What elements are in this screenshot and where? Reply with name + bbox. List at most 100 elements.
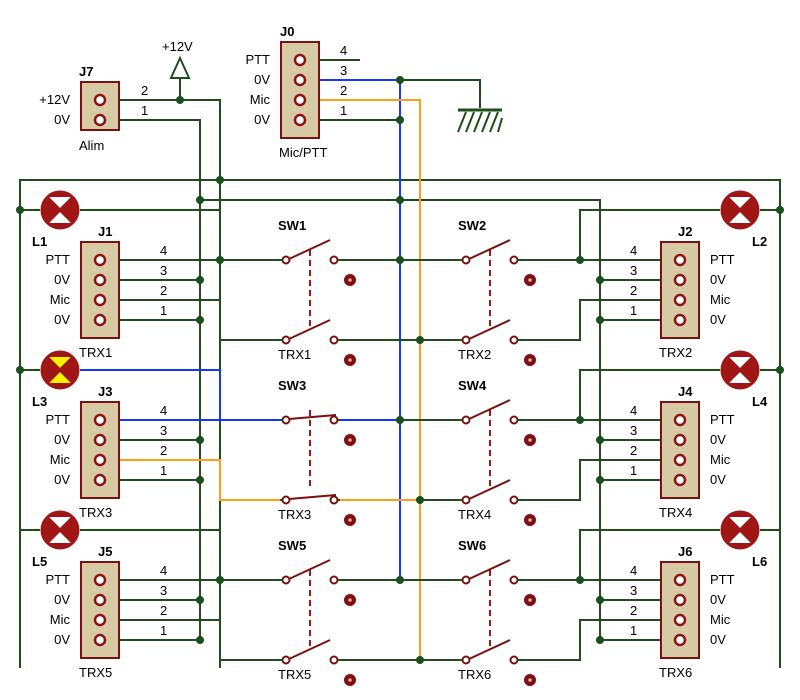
junction-dot [596,276,604,284]
switch-blade [468,639,511,660]
switch-label: TRX1 [278,347,311,362]
pin-label: 0V [54,632,70,647]
pin-number: 4 [160,563,167,578]
lamp-ring [40,510,80,550]
lamp-segment [727,357,753,370]
pin-label: PTT [245,52,270,67]
switch-terminal-hole [348,278,352,282]
lamp-segment [727,530,753,543]
connector-pin [673,433,687,447]
connector-ref: J6 [678,544,692,559]
connector-j7: J7 Alim +12V 0V 2 1 [39,64,148,153]
switch-contact [281,415,291,425]
switch-terminal-hole [528,358,532,362]
connector-pin [93,253,107,267]
switch-terminal-hole [348,678,352,682]
switch-contact [329,255,339,265]
pin-number: 2 [160,443,167,458]
lamp-segment [727,517,753,530]
pin-number: 3 [340,63,347,78]
j0-ptt-bus-wire [320,79,401,580]
junction-dot [776,366,784,374]
switch-contact [281,495,291,505]
switch-blade [288,414,337,420]
row3-j5-mic-wire [120,619,280,661]
lamp-l4: L4 [720,350,768,409]
pin-label: Mic [710,452,731,467]
lamp-cross [725,515,755,545]
connector-name: TRX1 [79,345,112,360]
connector-name: TRX6 [659,665,692,680]
pin-label: 0V [710,472,726,487]
switch-contact [281,335,291,345]
switch-blade [468,479,511,500]
pin-number: 4 [160,403,167,418]
pin-number: 1 [630,623,637,638]
power-triangle-icon [169,55,191,79]
pin-number: 2 [630,443,637,458]
lamp-ref: L4 [752,394,768,409]
switch-contact [509,575,519,585]
pin-label: 0V [710,432,726,447]
lamp-l6: L6 [720,510,767,569]
switch-label: TRX5 [278,667,311,682]
pin-label: Mic [50,452,71,467]
right-lamp-l6-out-wire [579,529,720,580]
lamp-ring [720,350,760,390]
wires [19,59,781,668]
right-lamp-l2-out-wire [579,209,720,260]
junction-dot [776,206,784,214]
pin-number: 4 [630,563,637,578]
lamp-cross [45,355,75,385]
junction-dot [216,576,224,584]
lamp-segment [47,357,73,370]
switch-contact [329,655,339,665]
junction-dot [196,276,204,284]
junction-dot [196,636,204,644]
pin-label: 0V [54,272,70,287]
connector-pin [673,293,687,307]
pin-label: 0V [710,312,726,327]
pin-label: PTT [710,412,735,427]
switch-contact [329,495,339,505]
junction-dot [216,256,224,264]
junction-dot [16,366,24,374]
pin-number: 3 [630,423,637,438]
lamp-segment [47,210,73,223]
connector-pin [93,473,107,487]
connector-pin [673,633,687,647]
switch-contact [461,655,471,665]
junction-dot [576,256,584,264]
pin-number: 3 [160,263,167,278]
lamp-cross [45,515,75,545]
pin-label: Mic [710,292,731,307]
switch-label: TRX6 [458,667,491,682]
pin-number: 4 [630,403,637,418]
pin-number: 1 [630,463,637,478]
pin-label: 0V [54,592,70,607]
lamp-ring [720,190,760,230]
lamp-segment [47,197,73,210]
junction-dot [596,476,604,484]
pin-label: 0V [254,72,270,87]
junction-dot [176,96,184,104]
pin-number: 2 [630,283,637,298]
junction-dot [596,316,604,324]
switch-contact [461,495,471,505]
lamp-segment [727,210,753,223]
row2-j4-mic-wire [520,459,660,501]
connector-pin [673,253,687,267]
junction-dot [596,436,604,444]
switch-terminal-hole [528,678,532,682]
connector-pin [293,113,307,127]
pin-label: 0V [54,432,70,447]
pin-number: 1 [141,103,148,118]
